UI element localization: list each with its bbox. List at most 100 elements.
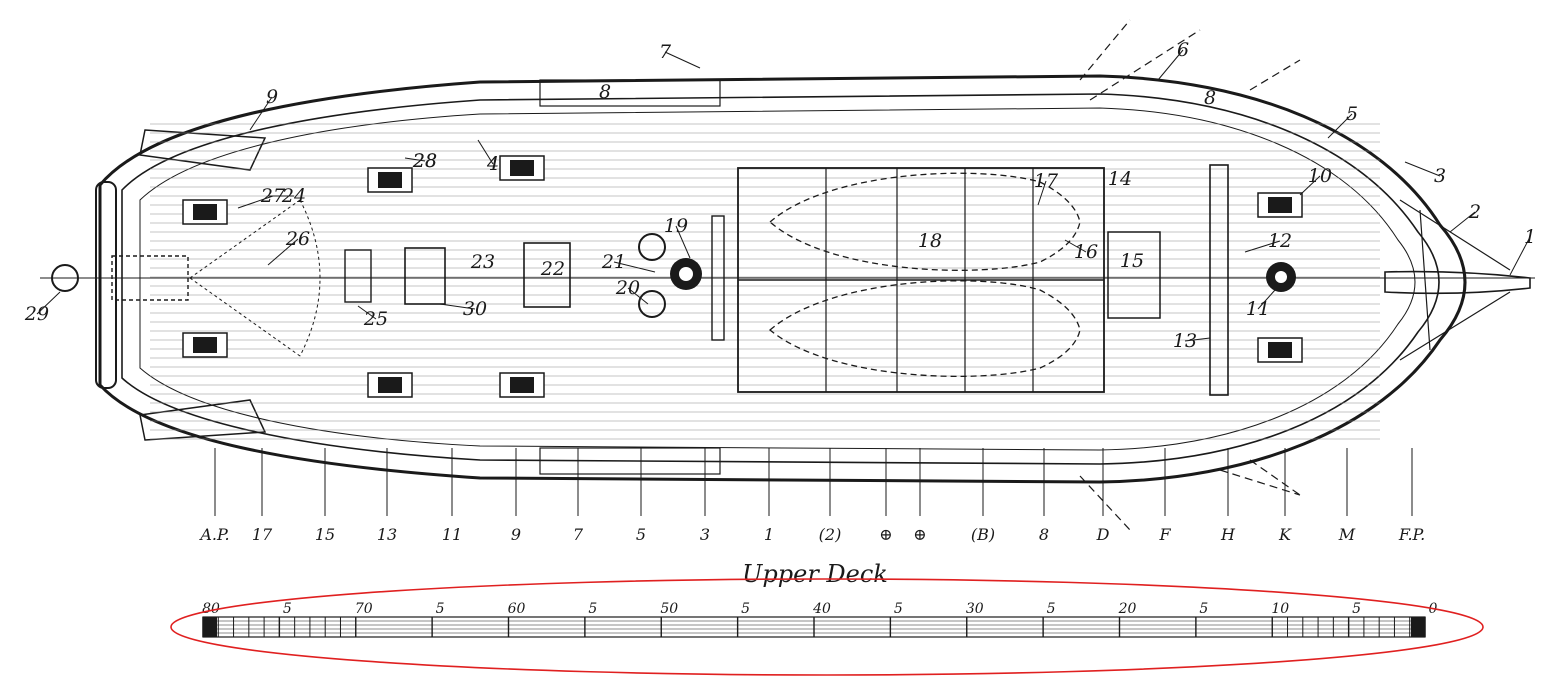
callout-label-18: 18 (918, 230, 942, 252)
station-label: D (1096, 525, 1110, 544)
scale-label: 5 (283, 601, 292, 617)
callout-leader (675, 225, 691, 259)
callout-leader (1037, 180, 1047, 206)
capstan-fwd (638, 290, 666, 318)
carronade (1257, 192, 1303, 218)
callout-leader (249, 96, 273, 131)
carronade (367, 372, 413, 398)
deck-fittings (51, 164, 1296, 396)
callout-leader (1157, 49, 1184, 81)
scale-label: 70 (355, 601, 373, 617)
scale-label: 80 (202, 601, 220, 617)
callout-leader (1064, 239, 1087, 253)
callout-label-4: 4 (486, 153, 499, 175)
callout-label-15: 15 (1120, 250, 1144, 272)
callout-label-25: 25 (363, 308, 388, 330)
carronade-barrel (1268, 197, 1292, 213)
carronade (367, 167, 413, 193)
callout-label-4: 4 (486, 153, 499, 175)
binnacle (344, 249, 372, 303)
callout-label-16: 16 (1074, 241, 1098, 263)
hull (95, 19, 1531, 531)
station-label: 3 (700, 525, 710, 544)
station-label: F (1158, 525, 1171, 544)
callout-labels: 1234567891011121314151617181920212223242… (24, 39, 1536, 352)
scale-highlight-ellipse (170, 578, 1484, 676)
callout-label-21: 21 (601, 251, 626, 273)
callout-leader (357, 305, 377, 320)
callout-leader (237, 195, 274, 209)
steering-wheel (51, 264, 79, 292)
scale-end-block (1411, 617, 1425, 637)
callout-label-5: 5 (1346, 103, 1358, 125)
callout-label-28: 28 (412, 150, 437, 172)
scale-label: 5 (741, 601, 750, 617)
station-label: F.P. (1398, 525, 1425, 544)
scale-label: 5 (1047, 601, 1056, 617)
callout-label-28: 28 (412, 150, 437, 172)
carronade-barrel (193, 337, 217, 353)
main-bitts (711, 215, 725, 341)
hull-inner-line (121, 93, 1440, 465)
station-label: H (1220, 525, 1236, 544)
station-label: ⊕ (913, 525, 926, 544)
station-label: 1 (764, 525, 774, 544)
callout-label-9: 9 (266, 86, 278, 108)
station-label: 17 (252, 525, 273, 544)
station-label: 9 (511, 525, 521, 544)
bowsprit (1384, 270, 1531, 295)
station-label: ⊕ (879, 525, 892, 544)
callout-leader (267, 238, 299, 266)
carronade (1257, 337, 1303, 363)
callout-label-6: 6 (1177, 39, 1189, 61)
station-label: 11 (442, 525, 462, 544)
main-channel-top (539, 79, 721, 107)
foremast-core (1275, 271, 1287, 283)
carronades (182, 155, 1303, 398)
callout-leader (439, 303, 476, 310)
callout-label-26: 26 (285, 228, 310, 250)
skylight (523, 242, 571, 308)
carronade-barrel (378, 172, 402, 188)
carronade (182, 332, 228, 358)
boat-upper (769, 172, 1081, 271)
callout-label-3: 3 (1434, 165, 1446, 187)
scale-end-block (203, 617, 217, 637)
scale-label: 20 (1118, 601, 1137, 617)
scale-label: 40 (812, 601, 831, 617)
stern-transom (95, 181, 117, 389)
tiller-housing (111, 255, 189, 301)
callout-label-24: 24 (281, 185, 306, 207)
station-label: 5 (636, 525, 646, 544)
scale-label: 5 (1199, 601, 1208, 617)
callout-leader (36, 291, 61, 315)
callout-label-30: 30 (463, 298, 487, 320)
scale-label: 5 (436, 601, 445, 617)
station-label: K (1278, 525, 1292, 544)
callout-label-8: 8 (1204, 87, 1216, 109)
scale-label: 10 (1271, 601, 1289, 617)
station-label: A.P. (198, 525, 229, 544)
callout-label-17: 17 (1034, 170, 1059, 192)
callout-leader (613, 261, 656, 273)
station-label: 15 (315, 525, 335, 544)
callout-leader (1327, 113, 1353, 139)
scale-label: 5 (588, 601, 597, 617)
fore-hatch (1107, 231, 1161, 319)
companion-grating (404, 247, 446, 305)
callout-label-14: 14 (1108, 168, 1132, 190)
callout-leader (664, 51, 701, 69)
carronade-barrel (510, 160, 534, 176)
scale-bar-lines (202, 617, 1426, 637)
callout-leader (1404, 161, 1441, 177)
quarter-gallery-bottom (139, 399, 267, 441)
callout-leader (1184, 337, 1211, 342)
tiller-sweep (189, 199, 321, 357)
callout-label-27: 27 (260, 185, 286, 207)
callout-leader (1449, 211, 1476, 233)
mizzen-mast-core (679, 267, 693, 281)
callout-leader (1244, 240, 1281, 253)
diagram-title: Upper Deck (742, 560, 888, 588)
